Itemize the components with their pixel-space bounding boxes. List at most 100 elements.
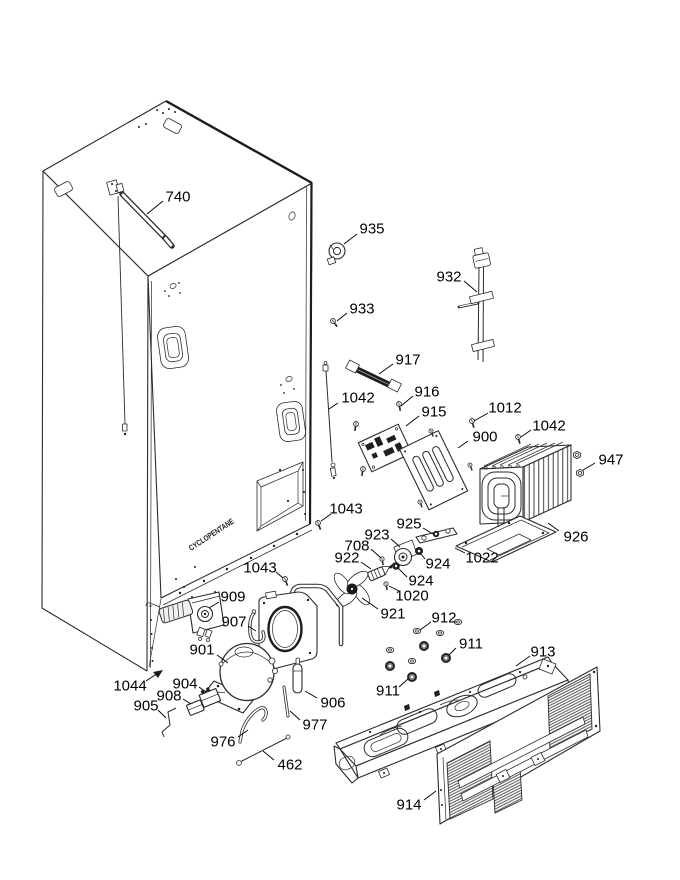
leader-line-908 <box>182 698 192 705</box>
part-1012-screw <box>466 416 479 429</box>
leader-line-1042 <box>520 429 532 438</box>
refrigerator-cabinet: CYCLOPENTANE <box>41 99 313 672</box>
part-number-1012: 1012 <box>488 400 521 417</box>
leader-line-1022 <box>454 547 466 554</box>
part-947-nuts <box>573 450 584 478</box>
part-number-1020: 1020 <box>395 588 428 605</box>
part-number-908: 908 <box>156 688 181 705</box>
part-901-compressor <box>202 642 278 714</box>
part-916-screw <box>393 399 406 412</box>
part-number-462: 462 <box>277 757 302 774</box>
leader-line-916 <box>400 395 414 407</box>
leader-line-925 <box>422 527 434 535</box>
part-906-drier <box>292 657 303 694</box>
part-number-911: 911 <box>459 636 483 653</box>
leader-line-933 <box>336 312 348 322</box>
part-number-907: 907 <box>221 614 246 631</box>
part-number-935: 935 <box>359 221 384 238</box>
part-number-740: 740 <box>165 189 190 206</box>
part-number-913: 913 <box>530 644 555 661</box>
back-panel-inset-box <box>256 461 304 532</box>
leader-line-462 <box>262 750 275 761</box>
part-1042-screw <box>512 432 525 445</box>
back-panel-recess-upper <box>157 326 190 369</box>
part-number-926: 926 <box>563 529 588 546</box>
part-number-925: 925 <box>396 516 421 533</box>
part-932-tube-assembly <box>457 247 495 363</box>
part-number-1022: 1022 <box>465 550 498 567</box>
back-panel-hole-cluster-lower <box>280 376 295 394</box>
back-panel-recess-lower <box>276 401 307 442</box>
leader-line-907 <box>247 625 257 632</box>
leader-line-911 <box>398 678 409 688</box>
part-number-901: 901 <box>189 642 214 659</box>
back-panel-hole-cluster-upper <box>164 282 181 297</box>
part-number-921: 921 <box>380 606 405 623</box>
part-907-tube <box>248 609 266 644</box>
part-number-905: 905 <box>133 698 158 715</box>
leader-line-1020 <box>388 585 400 592</box>
part-1044-arrow <box>153 670 163 678</box>
part-935-clamp <box>326 242 346 266</box>
part-905-clip <box>161 707 177 738</box>
leader-line-922 <box>360 561 372 570</box>
leader-line-1042 <box>328 402 339 410</box>
leader-line-932 <box>463 280 478 293</box>
leader-line-917 <box>378 363 394 375</box>
part-number-915: 915 <box>421 404 446 421</box>
part-number-923: 923 <box>364 527 389 544</box>
leader-line-1043 <box>320 513 332 522</box>
leader-line-911 <box>448 647 457 656</box>
leader-line-924 <box>420 553 426 560</box>
part-number-916: 916 <box>414 384 439 401</box>
part-number-1042: 1042 <box>341 390 374 407</box>
leader-line-1012 <box>473 412 489 422</box>
part-708-screw <box>377 555 388 566</box>
part-913-drain-pan <box>333 656 571 784</box>
part-922-coupling <box>367 565 393 582</box>
part-number-914: 914 <box>396 797 421 814</box>
part-number-933: 933 <box>349 301 374 318</box>
part-1022-bracket <box>455 507 557 563</box>
leader-line-912 <box>419 621 432 631</box>
leader-line-913 <box>515 655 531 667</box>
part-number-924: 924 <box>425 556 450 573</box>
part-number-977: 977 <box>302 717 327 734</box>
leader-line-905 <box>157 709 167 719</box>
leader-line-901 <box>216 654 229 664</box>
leader-line-977 <box>289 710 301 721</box>
part-number-922: 922 <box>334 550 359 567</box>
part-909-water-valve <box>145 591 225 642</box>
leader-line-909 <box>208 601 220 609</box>
part-number-976: 976 <box>210 734 235 751</box>
part-908-cover <box>186 699 205 716</box>
part-number-904: 904 <box>172 676 197 693</box>
part-number-924: 924 <box>408 573 433 590</box>
leader-line-947 <box>582 462 596 471</box>
part-number-1044: 1044 <box>113 678 146 695</box>
part-462-rod <box>236 734 291 766</box>
leader-line-915 <box>405 415 420 427</box>
part-number-906: 906 <box>320 695 345 712</box>
part-926-condenser <box>479 441 572 525</box>
part-number-1043: 1043 <box>243 560 276 577</box>
part-923-fan-motor <box>388 539 418 569</box>
leader-line-923 <box>390 538 401 548</box>
part-911-912-mounts <box>385 618 463 682</box>
leader-line-904 <box>198 686 207 693</box>
part-920-tube <box>289 583 344 647</box>
leader-line-924 <box>397 567 408 578</box>
part-918-fan-shroud <box>258 590 318 669</box>
part-976-tube <box>238 706 268 744</box>
leader-line-906 <box>304 690 318 699</box>
part-number-900: 900 <box>472 429 497 446</box>
part-914-rear-cover <box>436 666 601 825</box>
part-977-tube <box>282 685 290 718</box>
part-921-fan-blade <box>333 570 371 608</box>
part-number-947: 947 <box>598 452 623 469</box>
part-904-relay <box>198 687 225 708</box>
leader-line-935 <box>343 233 358 245</box>
top-face-cutouts <box>54 108 182 197</box>
